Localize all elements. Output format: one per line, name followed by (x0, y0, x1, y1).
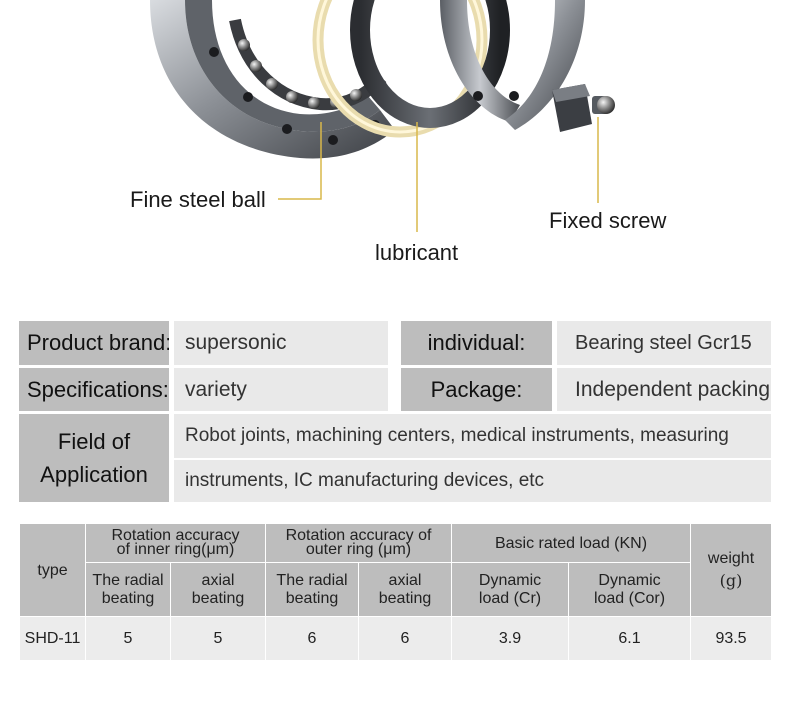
brand-label: Product brand: (19, 321, 169, 365)
cell-inner-axial: 5 (170, 616, 266, 661)
material-value: Bearing steel Gcr15 (557, 321, 771, 365)
table-row: SHD-11 5 5 6 6 3.9 6.1 93.5 (19, 616, 773, 661)
bearing-exploded-illustration (150, 0, 615, 232)
specifications-value: variety (174, 368, 388, 411)
application-value-line1: Robot joints, machining centers, medical… (174, 414, 771, 458)
application-label-line1: Field of (57, 429, 131, 454)
table-header-row: type Rotation accuracy of inner ring(μm)… (19, 523, 773, 617)
cell-cor: 6.1 (568, 616, 692, 661)
outer-ring-right (440, 0, 585, 130)
package-value: Independent packing (557, 368, 771, 411)
cell-type: SHD-11 (19, 616, 86, 661)
cell-outer-axial: 6 (357, 616, 453, 661)
application-value-line2: instruments, IC manufacturing devices, e… (174, 460, 771, 502)
callout-fine-steel-ball: Fine steel ball (130, 187, 266, 212)
lubricant-ring (312, 0, 488, 138)
col-rated-load-header: Basic rated load (KN) (451, 523, 692, 563)
specifications-label: Specifications: (19, 368, 169, 411)
fixed-screw (552, 84, 615, 132)
application-label-line2: Application (40, 462, 148, 487)
cell-inner-radial: 5 (85, 616, 171, 661)
cell-outer-radial: 6 (265, 616, 359, 661)
inner-ring-dark (350, 0, 510, 128)
col-outer-accuracy-header: Rotation accuracy of outer ring (μm) (264, 523, 453, 563)
application-label: Field of Application (19, 414, 169, 502)
callout-leader-lines (278, 117, 599, 232)
brand-value: supersonic (174, 321, 388, 365)
callout-fixed-screw: Fixed screw (549, 208, 667, 233)
cell-weight: 93.5 (690, 616, 773, 661)
col-weight-header: weight (g) (690, 523, 773, 617)
col-type-header: type (19, 523, 86, 617)
package-label: Package: (401, 368, 552, 411)
col-inner-accuracy-header: Rotation accuracy of inner ring(μm) (85, 523, 266, 563)
cell-cr: 3.9 (451, 616, 570, 661)
callout-lubricant: lubricant (375, 240, 459, 265)
material-label: individual: (401, 321, 552, 365)
spec-table: type Rotation accuracy of inner ring(μm)… (19, 523, 773, 661)
